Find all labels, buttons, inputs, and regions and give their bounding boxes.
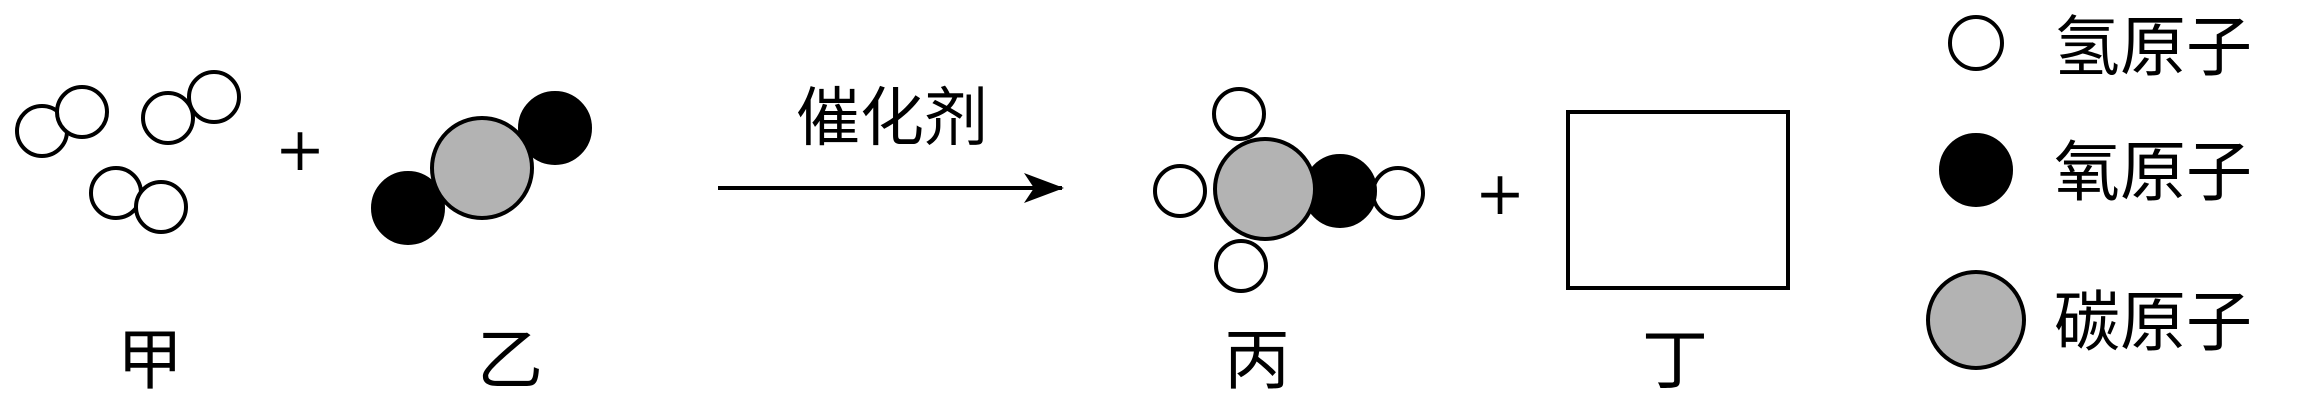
oxygen-atom [371, 171, 445, 245]
plus-sign-1: + [275, 115, 325, 185]
label-jia: 甲 [117, 322, 183, 399]
hydrogen-atom [134, 180, 188, 234]
label-bing: 丙 [1224, 322, 1290, 399]
legend: 氢原子 氧原子 碳原子 [1926, 9, 2252, 370]
hydrogen-atom [1214, 239, 1268, 293]
legend-hydrogen-icon [1948, 15, 2004, 71]
legend-carbon-label: 碳原子 [2054, 284, 2252, 361]
hydrogen-atom [1371, 166, 1425, 220]
answer-box [1566, 110, 1790, 290]
legend-hydrogen-label: 氢原子 [2054, 9, 2252, 86]
hydrogen-atom [1153, 164, 1207, 218]
catalyst-label: 催化剂 [796, 82, 988, 156]
plus-sign-2: + [1475, 159, 1525, 229]
legend-carbon-icon [1926, 270, 2026, 370]
legend-oxygen-icon [1939, 133, 2013, 207]
molecule-bing [1153, 87, 1425, 293]
hydrogen-atom [89, 166, 143, 220]
carbon-atom [430, 116, 534, 220]
legend-oxygen-label: 氧原子 [2054, 134, 2252, 211]
molecule-yi [371, 91, 592, 245]
label-ding: 丁 [1642, 322, 1708, 399]
hydrogen-atom [55, 85, 109, 139]
label-yi: 乙 [477, 322, 543, 399]
carbon-atom [1213, 137, 1317, 241]
hydrogen-atom [187, 70, 241, 124]
hydrogen-atom [141, 91, 195, 145]
hydrogen-atom [1212, 87, 1266, 141]
oxygen-atom [518, 91, 592, 165]
molecule-jia [15, 70, 241, 234]
